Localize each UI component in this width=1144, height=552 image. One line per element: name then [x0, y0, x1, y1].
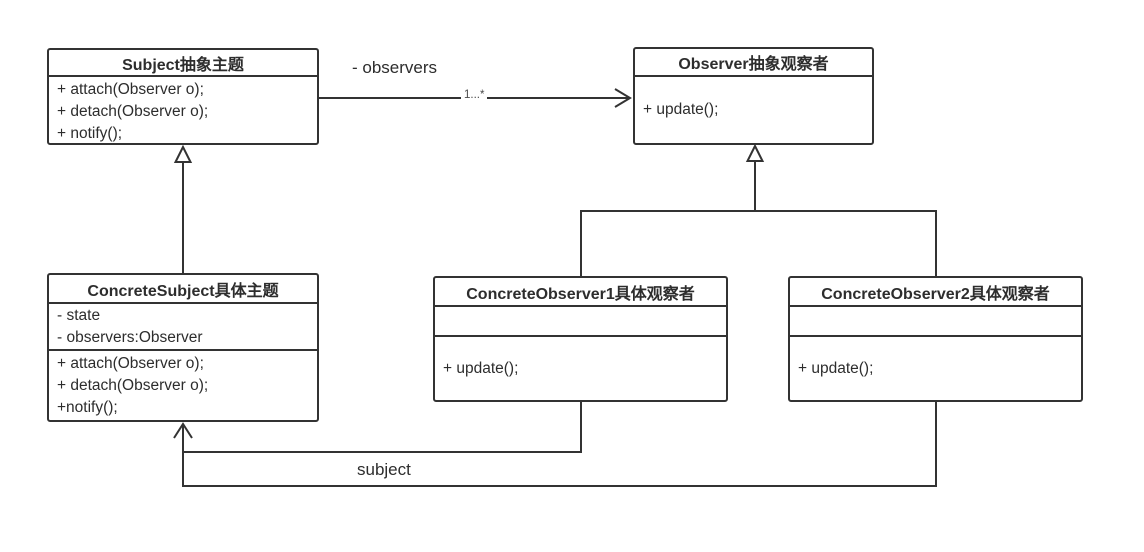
- class-concrete-subject[interactable]: ConcreteSubject具体主题 - state - observers:…: [47, 273, 319, 422]
- methods-compartment: + update();: [635, 77, 872, 143]
- generalization-observer-triangle-icon: [745, 143, 765, 162]
- class-title: ConcreteObserver2具体观察者: [790, 278, 1081, 307]
- methods-compartment: + attach(Observer o); + detach(Observer …: [49, 351, 317, 420]
- method-item: + detach(Observer o);: [57, 377, 209, 394]
- class-concrete-observer2[interactable]: ConcreteObserver2具体观察者 + update();: [788, 276, 1083, 402]
- method-item: + detach(Observer o);: [57, 103, 209, 120]
- class-concrete-observer1[interactable]: ConcreteObserver1具体观察者 + update();: [433, 276, 728, 402]
- method-item: + attach(Observer o);: [57, 81, 204, 98]
- class-title: ConcreteObserver1具体观察者: [435, 278, 726, 307]
- method-item: +notify();: [57, 399, 118, 416]
- method-item: + update();: [798, 359, 874, 377]
- attribute-item: - observers:Observer: [57, 329, 203, 346]
- attributes-compartment: - state - observers:Observer: [49, 304, 317, 351]
- method-item: + notify();: [57, 125, 123, 142]
- class-title: ConcreteSubject具体主题: [49, 275, 317, 304]
- methods-compartment: + attach(Observer o); + detach(Observer …: [49, 77, 317, 143]
- association-subject-from-observer2-line: [183, 402, 937, 487]
- class-title: Subject抽象主题: [49, 50, 317, 77]
- generalization-subject-triangle-icon: [173, 144, 193, 163]
- class-observer[interactable]: Observer抽象观察者 + update();: [633, 47, 874, 145]
- observers-role-label: - observers: [352, 58, 438, 77]
- subject-role-label: subject: [357, 460, 411, 479]
- class-subject[interactable]: Subject抽象主题 + attach(Observer o); + deta…: [47, 48, 319, 145]
- attributes-compartment: [790, 307, 1081, 337]
- method-item: + update();: [643, 101, 719, 118]
- association-observers-arrowhead-icon: [614, 88, 632, 108]
- association-subject-arrowhead-icon: [173, 422, 193, 439]
- methods-compartment: + update();: [790, 337, 1081, 400]
- class-title: Observer抽象观察者: [635, 49, 872, 77]
- method-item: + update();: [443, 359, 519, 377]
- attributes-compartment: [435, 307, 726, 337]
- association-subject-from-observer1-line: [183, 402, 582, 453]
- methods-compartment: + update();: [435, 337, 726, 400]
- method-item: + attach(Observer o);: [57, 355, 204, 372]
- attribute-item: - state: [57, 307, 101, 324]
- multiplicity-label: 1...*: [461, 89, 488, 101]
